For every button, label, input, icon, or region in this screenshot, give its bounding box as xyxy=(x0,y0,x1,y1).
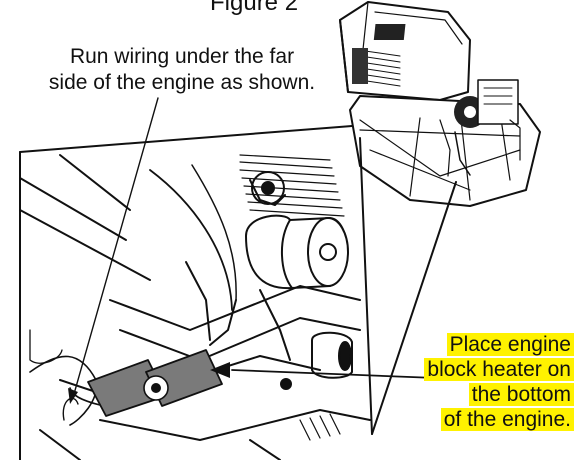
heater-callout-line: of the engine. xyxy=(440,408,574,431)
heater-leader-line xyxy=(231,369,437,379)
heater-callout-line: the bottom xyxy=(468,383,574,406)
wiring-arrowhead xyxy=(68,388,78,404)
zoom-line-top xyxy=(19,125,353,153)
heater-callout-line: Place engine xyxy=(446,333,574,356)
wiring-note-line: side of the engine as shown. xyxy=(48,71,316,94)
engine-detail-view xyxy=(19,137,373,460)
generator-enclosure-thumbnail xyxy=(339,1,541,207)
heater-arrowhead xyxy=(210,362,230,378)
figure-title: Figure 2 xyxy=(210,0,299,16)
wiring-leader-line xyxy=(73,97,159,395)
wiring-note-line: Run wiring under the far xyxy=(69,45,295,68)
heater-callout-line: block heater on xyxy=(424,358,574,381)
wiring-note: Run wiring under the far side of the eng… xyxy=(12,44,352,96)
heater-callout: Place engine block heater on the bottom … xyxy=(394,332,574,432)
zoom-line-bottom xyxy=(371,181,457,435)
